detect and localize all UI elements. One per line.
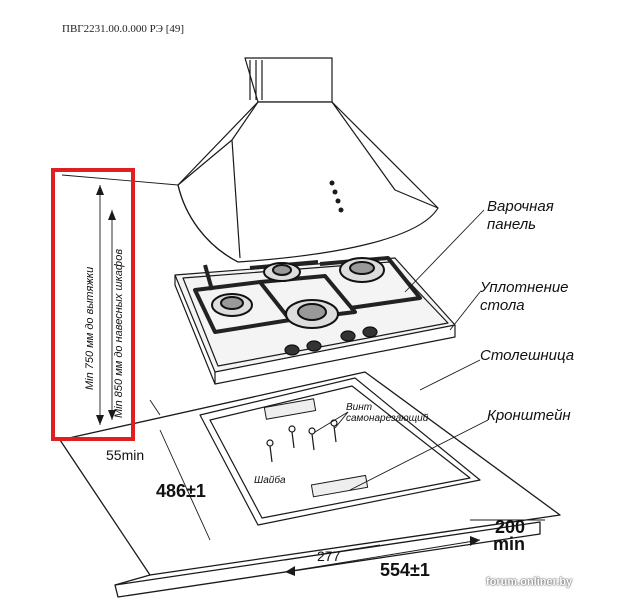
label-countertop: Столешница <box>480 347 575 364</box>
hob-burners <box>211 257 385 329</box>
countertop <box>59 371 561 598</box>
hood-canopy <box>177 101 439 263</box>
hood-chimney <box>244 57 333 103</box>
hood-buttons <box>329 180 344 213</box>
label-seal-line1: Уплотнение <box>480 279 569 296</box>
countertop-cutout <box>199 377 481 526</box>
label-screw-line2: самонарезающий <box>346 413 429 424</box>
clearance-highlight-box <box>51 168 135 441</box>
label-seal-line2: стола <box>480 297 525 314</box>
dim-width: 554±1 <box>380 560 430 580</box>
dim-depth: 486±1 <box>156 481 206 501</box>
dim-left-min: 55min <box>106 447 145 463</box>
screws <box>266 419 338 463</box>
mounting-brackets <box>263 398 369 498</box>
hob-knobs <box>284 326 378 356</box>
dimension-lines <box>61 174 545 573</box>
label-screw: Винт самонарезающий <box>346 402 428 424</box>
dim-bracket-offset: 277 <box>317 548 341 564</box>
leader-lines <box>314 209 489 491</box>
document-code: ПВГ2231.00.0.000 РЭ [49] <box>62 23 185 35</box>
dim-right-unit: min <box>493 534 526 554</box>
watermark: forum.onliner.by <box>486 576 573 588</box>
dimension-arrows <box>96 185 480 576</box>
label-hob-line1: Варочная <box>487 198 554 215</box>
label-seal: Уплотнение стола <box>480 279 569 315</box>
label-hob-line2: панель <box>487 216 537 233</box>
label-bracket: Кронштейн <box>487 407 571 424</box>
label-screw-line1: Винт <box>346 402 373 413</box>
dim-right-value: 200 <box>495 517 526 537</box>
label-washer: Шайба <box>254 475 286 486</box>
label-hob: Варочная панель <box>487 198 554 234</box>
